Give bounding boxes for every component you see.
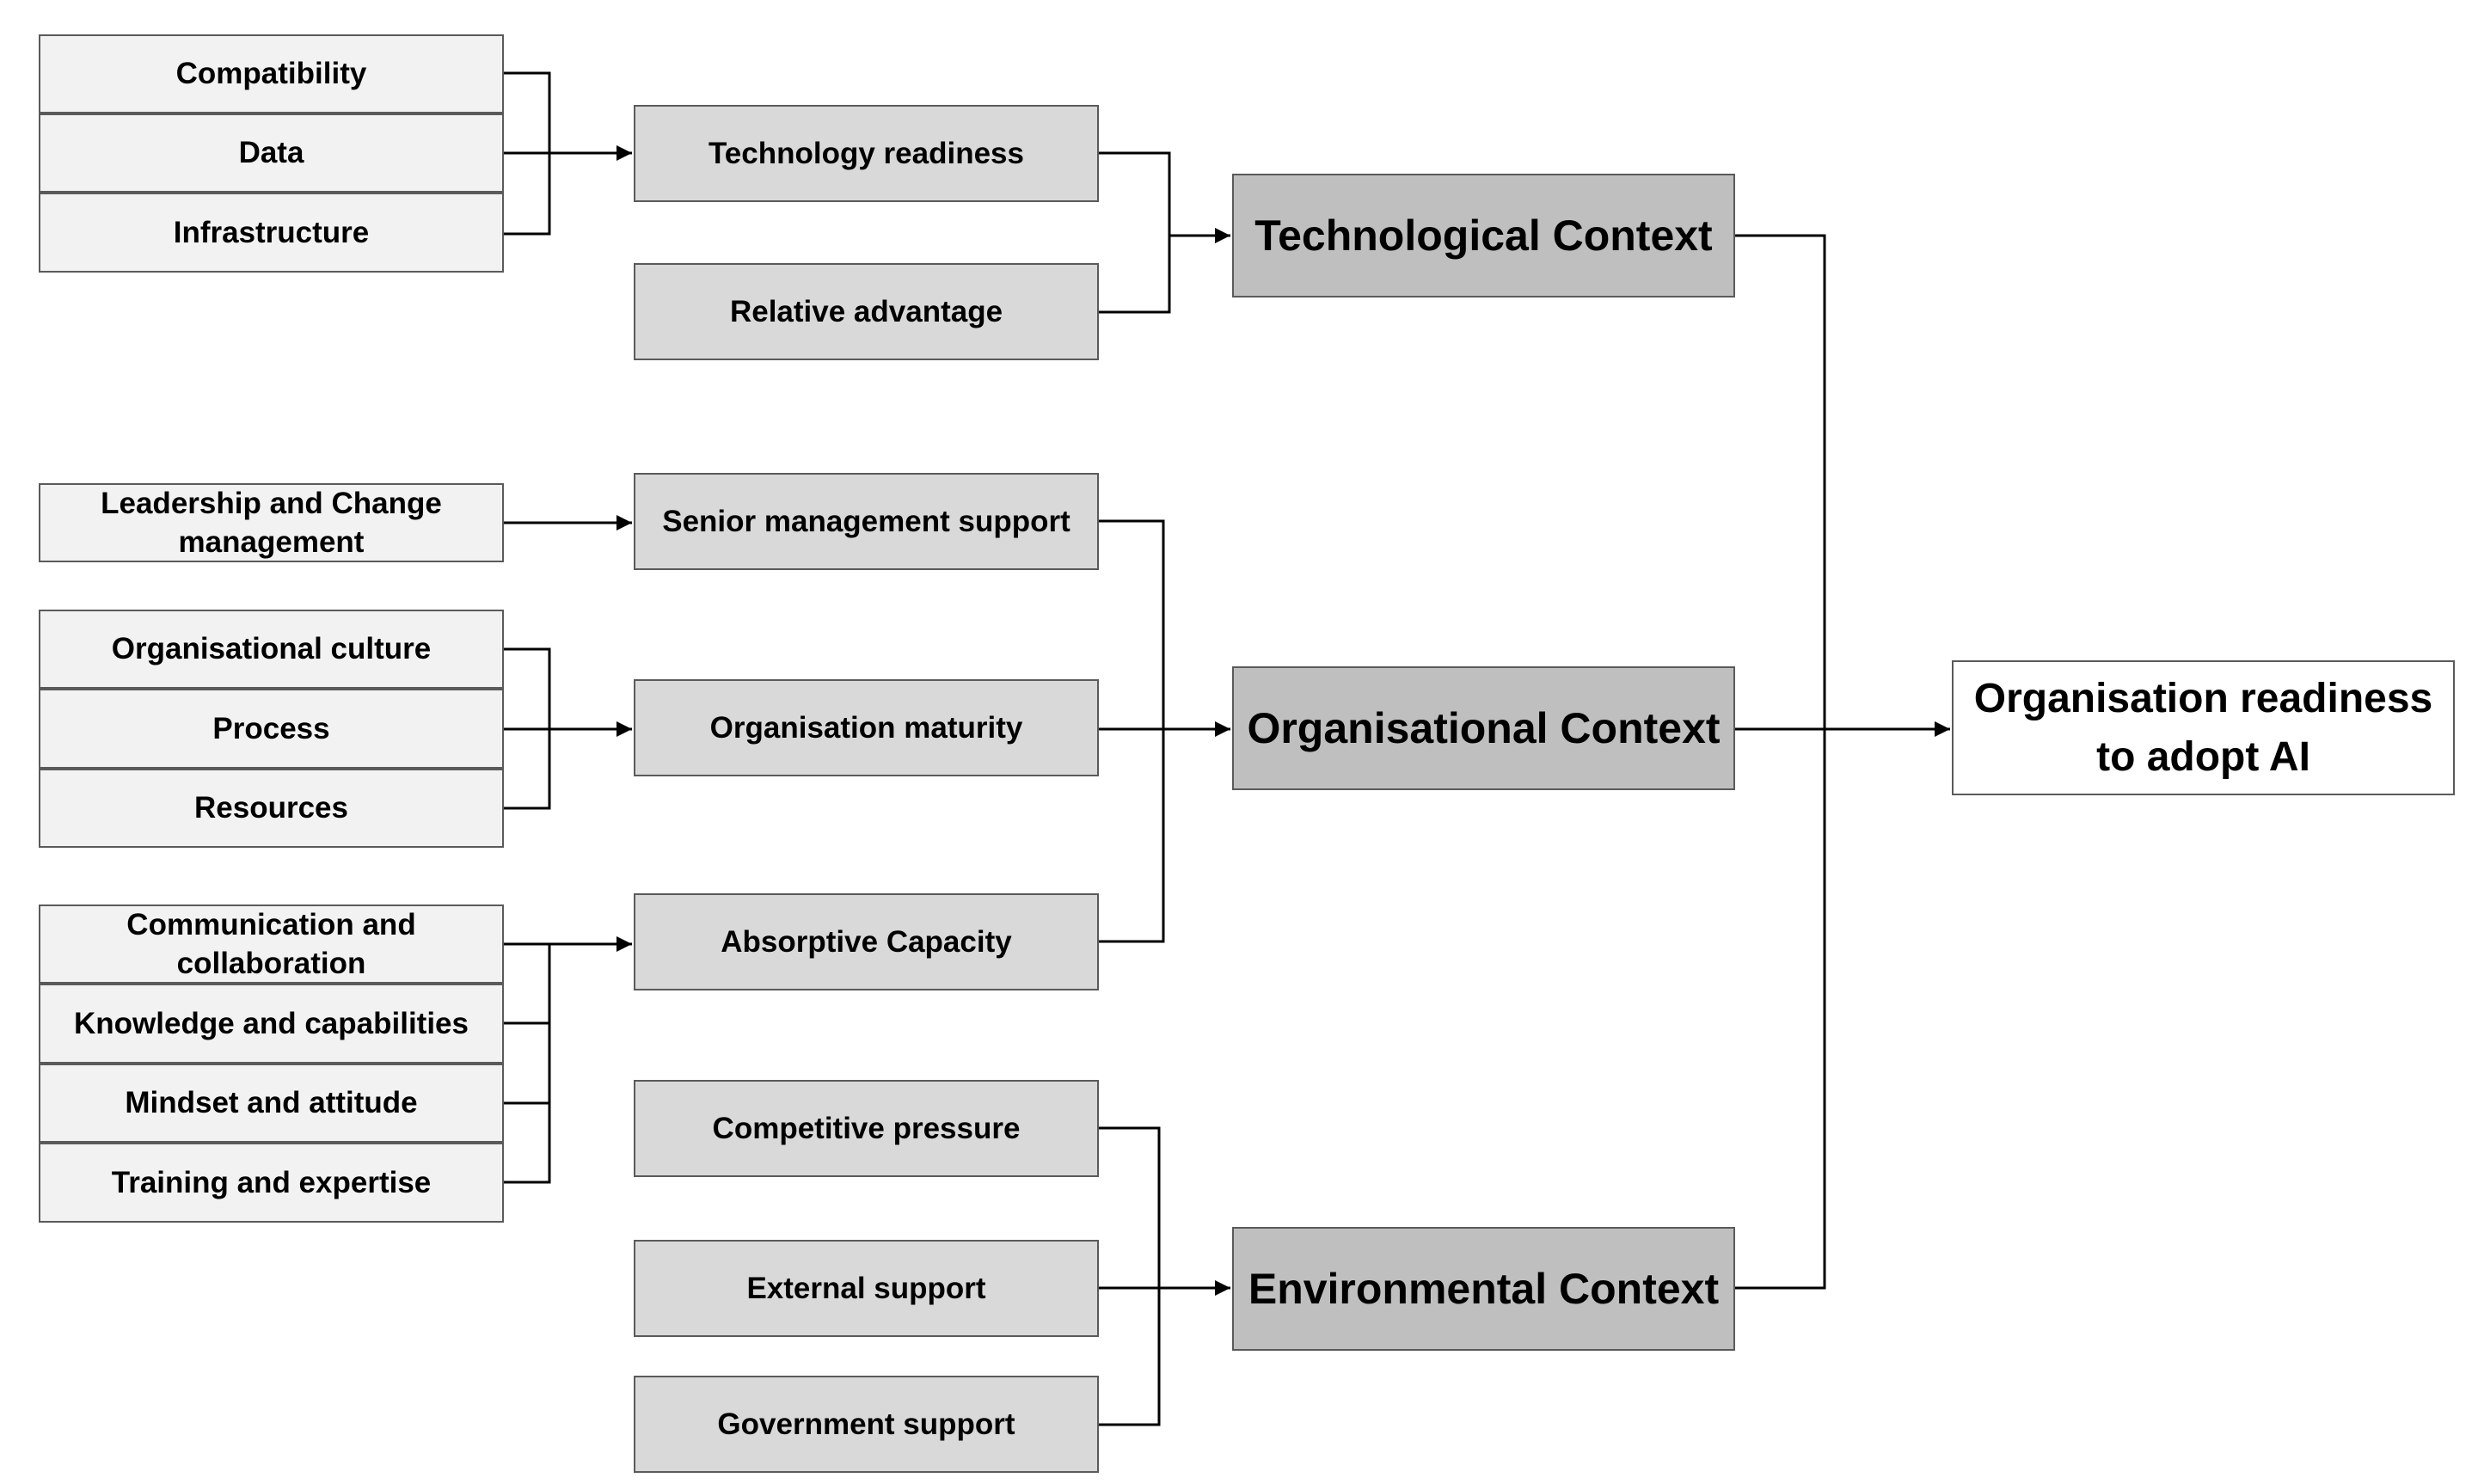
factor-mindset: Mindset and attitude [39,1064,504,1143]
factor-label: Mindset and attitude [125,1086,418,1120]
factor-label: Communication and collaboration [126,907,416,981]
factor-label: Knowledge and capabilities [74,1006,469,1040]
driver-label: External support [746,1271,986,1305]
driver-government: Government support [634,1376,1099,1473]
factor-data: Data [39,113,504,193]
driver-label: Organisation maturity [709,710,1023,745]
factor-process: Process [39,689,504,769]
factor-training: Training and expertise [39,1143,504,1223]
connector-communication [504,942,551,1184]
context-organisational: Organisational Context [1232,666,1735,790]
driver-label: Absorptive Capacity [721,924,1012,959]
driver-label: Competitive pressure [712,1111,1021,1145]
factor-culture: Organisational culture [39,610,504,689]
context-label: Environmental Context [1248,1264,1720,1313]
factor-leadership: Leadership and Change management [39,483,504,562]
factor-knowledge: Knowledge and capabilities [39,984,504,1064]
target-label: Organisation readiness to adopt AI [1973,676,2433,780]
factor-resources: Resources [39,769,504,848]
factor-label: Resources [194,791,348,825]
context-label: Organisational Context [1247,703,1721,752]
driver-external: External support [634,1240,1099,1337]
connector-tech-readiness [1099,151,1171,314]
connector-contexts [1735,234,1826,1290]
driver-label: Government support [717,1407,1015,1441]
driver-relative-advantage: Relative advantage [634,263,1099,360]
context-label: Technological Context [1254,211,1713,260]
factor-label: Process [212,711,330,745]
factor-label: Leadership and Change management [101,486,442,560]
factor-label: Data [238,136,304,170]
context-technological: Technological Context [1232,174,1735,297]
connector-senior-mgmt [1099,519,1165,943]
factor-compatibility: Compatibility [39,34,504,113]
factor-label: Compatibility [175,57,367,91]
target-readiness: Organisation readiness to adopt AI [1952,660,2455,795]
driver-label: Relative advantage [729,294,1003,328]
factor-label: Organisational culture [111,632,432,666]
driver-org-maturity: Organisation maturity [634,679,1099,776]
driver-tech-readiness: Technology readiness [634,105,1099,202]
context-environmental: Environmental Context [1232,1227,1735,1351]
driver-competitive: Competitive pressure [634,1080,1099,1177]
factor-label: Infrastructure [173,215,370,249]
driver-label: Senior management support [662,504,1070,538]
factor-infrastructure: Infrastructure [39,193,504,273]
connector-competitive [1099,1126,1161,1426]
factor-label: Training and expertise [111,1165,432,1199]
driver-label: Technology readiness [708,136,1024,170]
driver-absorptive: Absorptive Capacity [634,893,1099,990]
factor-communication: Communication and collaboration [39,905,504,984]
driver-senior-mgmt: Senior management support [634,473,1099,570]
